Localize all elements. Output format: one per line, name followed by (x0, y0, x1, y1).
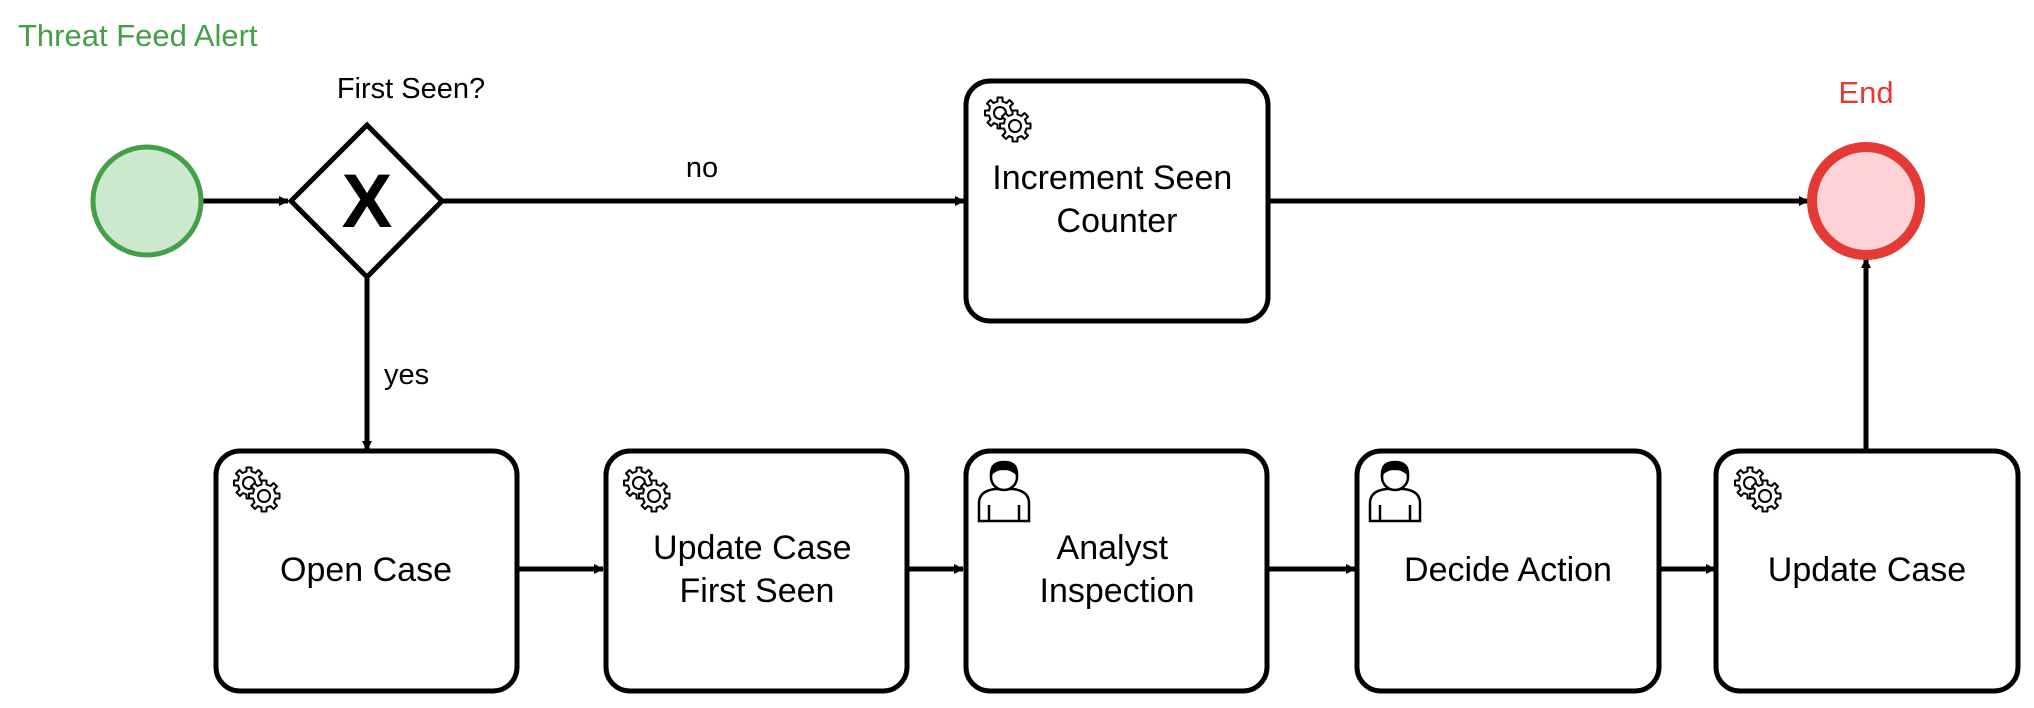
task-update-case-first-seen[interactable]: Update Case First Seen (603, 448, 910, 694)
task-box[interactable] (963, 448, 1270, 694)
start-event[interactable] (90, 144, 204, 258)
task-label: Decide Action (1404, 551, 1612, 589)
gateway-x-icon: X (342, 159, 393, 244)
sequence-flows (202, 196, 1871, 574)
end-event-circle[interactable] (1807, 142, 1925, 260)
task-label: Open Case (280, 551, 452, 589)
task-box[interactable] (1354, 448, 1662, 694)
flow-label-yes: yes (384, 359, 429, 391)
task-update-case[interactable]: Update Case (1713, 448, 2021, 694)
task-label: Update Case First Seen (653, 529, 861, 610)
end-event[interactable] (1807, 142, 1925, 260)
task-increment-seen-counter[interactable]: Increment Seen Counter (963, 78, 1271, 324)
exclusive-gateway[interactable]: X (287, 121, 446, 281)
task-label: Update Case (1768, 551, 1966, 589)
task-box[interactable] (963, 78, 1271, 324)
task-label: Increment Seen Counter (992, 159, 1241, 240)
task-label: Analyst Inspection (1040, 529, 1195, 610)
start-event-label: Threat Feed Alert (18, 18, 258, 53)
task-analyst-inspection[interactable]: Analyst Inspection (963, 448, 1270, 694)
task-box[interactable] (213, 448, 520, 694)
task-box[interactable] (1713, 448, 2021, 694)
task-open-case[interactable]: Open Case (213, 448, 520, 694)
task-decide-action[interactable]: Decide Action (1354, 448, 1662, 694)
gateway-label: First Seen? (337, 73, 485, 105)
user-icon (977, 460, 1031, 523)
user-icon (1368, 460, 1422, 523)
end-event-label: End (1838, 75, 1893, 110)
flow-label-no: no (686, 152, 718, 184)
gateway-diamond[interactable] (287, 121, 446, 281)
start-event-circle[interactable] (90, 144, 204, 258)
task-box[interactable] (603, 448, 910, 694)
